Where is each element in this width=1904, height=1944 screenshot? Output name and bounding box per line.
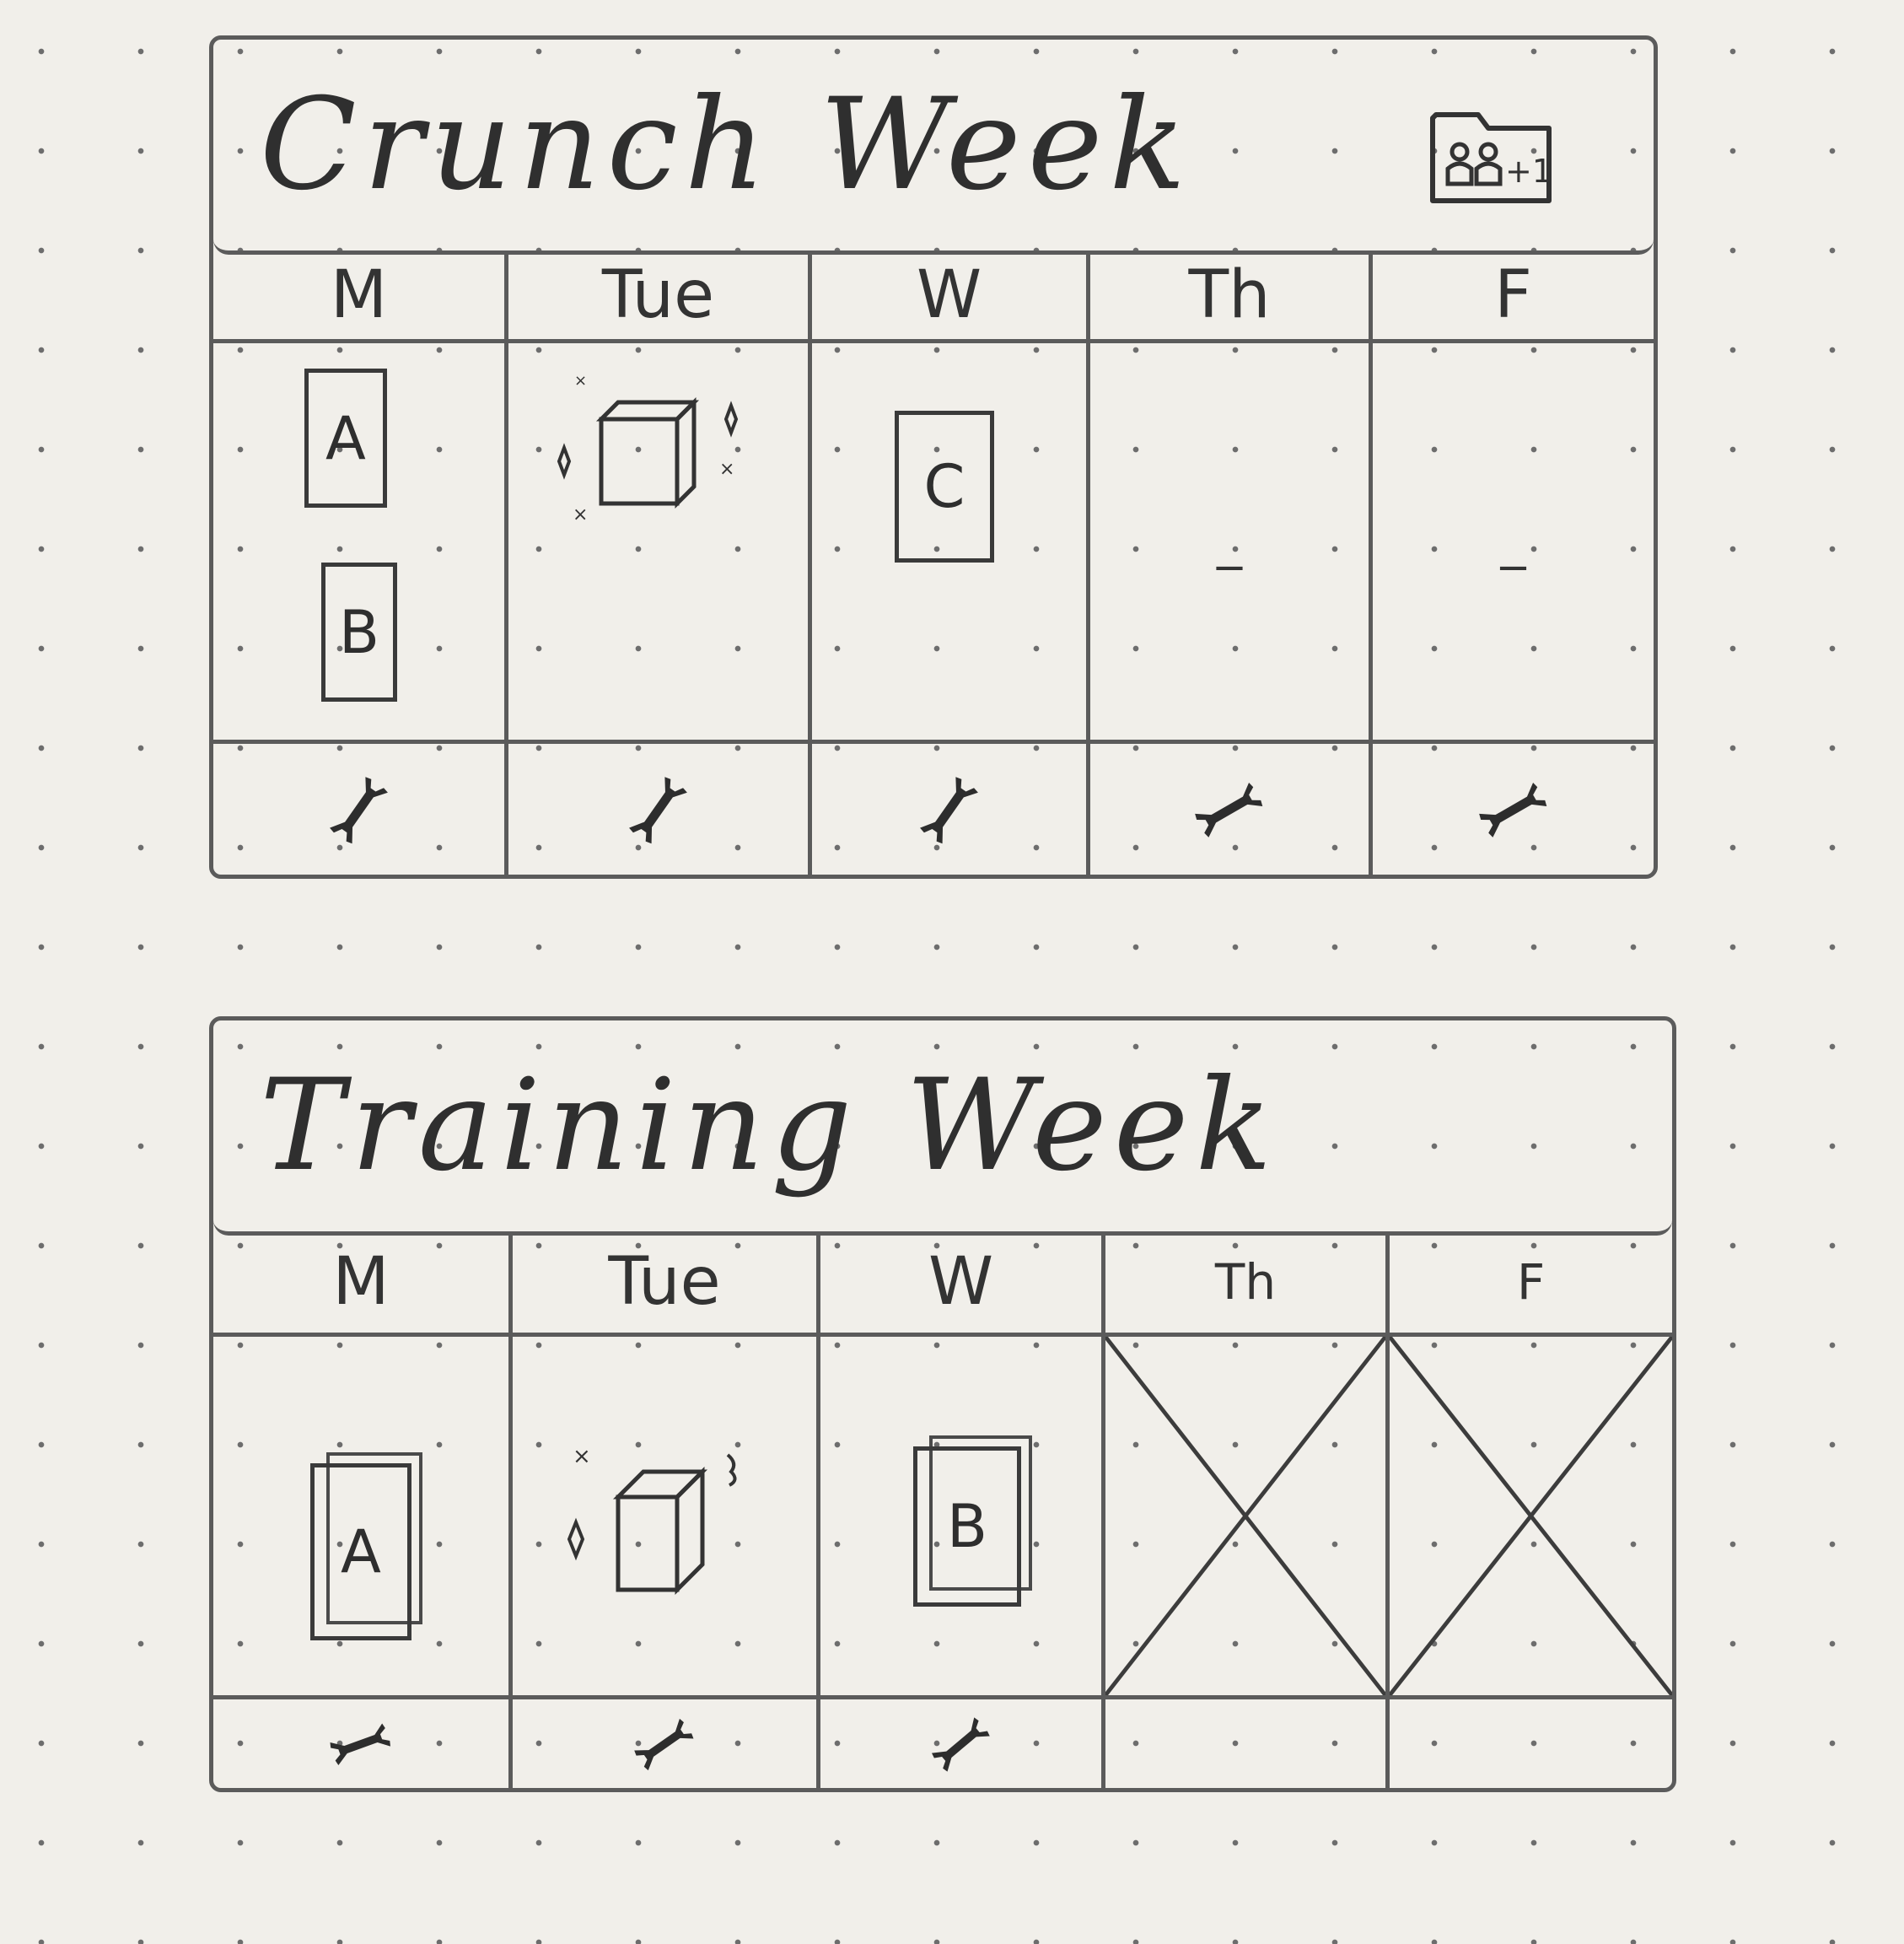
day-header: M	[213, 1231, 508, 1337]
wrench-icon[interactable]	[621, 772, 697, 848]
day-footer	[812, 740, 1086, 875]
task-card-a-stack[interactable]: A	[310, 1452, 422, 1640]
day-column-monday: M A B	[213, 250, 508, 875]
svg-text:×: ×	[573, 504, 588, 525]
day-body[interactable]: A	[213, 1337, 508, 1695]
sparkling-cube-icon[interactable]: ×	[551, 1430, 753, 1615]
wrench-icon[interactable]	[1476, 772, 1552, 848]
day-header: W	[812, 250, 1086, 343]
day-header: Th	[1090, 250, 1369, 343]
board-title-bar: Crunch Week +1	[213, 40, 1654, 255]
day-column-wednesday: W B	[820, 1231, 1105, 1788]
day-columns: M A B Tue	[213, 250, 1654, 875]
day-column-wednesday: W C	[812, 250, 1090, 875]
day-header: F	[1390, 1231, 1672, 1337]
day-header: Tue	[508, 250, 808, 343]
day-footer	[1373, 740, 1654, 875]
day-footer	[1390, 1695, 1672, 1788]
day-column-monday: M A	[213, 1231, 513, 1788]
day-header: Tue	[513, 1231, 816, 1337]
day-footer	[213, 740, 504, 875]
blocked-day-cross	[1105, 1337, 1385, 1695]
day-body[interactable]: _	[1373, 343, 1654, 740]
day-body[interactable]: B	[820, 1337, 1101, 1695]
task-card-b-stack[interactable]: B	[913, 1435, 1032, 1607]
folder-add-people-icon[interactable]: +1	[1428, 103, 1554, 208]
svg-text:+1: +1	[1505, 153, 1552, 190]
wrench-icon[interactable]	[321, 772, 397, 848]
board-title: Crunch Week	[260, 72, 1193, 218]
crunch-week-board: Crunch Week +1 M A B	[209, 35, 1658, 879]
day-column-tuesday: Tue × × ×	[508, 250, 812, 875]
svg-text:×: ×	[574, 372, 587, 390]
day-columns: M A Tue	[213, 1231, 1672, 1788]
svg-text:×: ×	[719, 459, 734, 480]
empty-placeholder: _	[1217, 512, 1242, 571]
wrench-icon[interactable]	[327, 1710, 395, 1778]
day-body[interactable]: A B	[213, 343, 504, 740]
day-footer	[213, 1695, 508, 1788]
day-column-tuesday: Tue ×	[513, 1231, 820, 1788]
day-footer	[1105, 1695, 1385, 1788]
day-header: W	[820, 1231, 1101, 1337]
day-footer	[513, 1695, 816, 1788]
wrench-icon[interactable]	[1191, 772, 1267, 848]
task-card-b[interactable]: B	[321, 563, 397, 702]
day-column-thursday: Th _	[1090, 250, 1373, 875]
day-footer	[1090, 740, 1369, 875]
day-header: F	[1373, 250, 1654, 343]
day-column-friday: F _	[1373, 250, 1654, 875]
day-footer	[820, 1695, 1101, 1788]
wrench-icon[interactable]	[928, 1710, 995, 1778]
board-title-bar: Training Week	[213, 1020, 1672, 1236]
day-header: Th	[1105, 1231, 1385, 1337]
training-week-board: Training Week M A Tue	[209, 1016, 1676, 1792]
task-card-c[interactable]: C	[895, 411, 994, 563]
day-column-friday: F	[1390, 1231, 1672, 1788]
day-column-thursday: Th	[1105, 1231, 1390, 1788]
blocked-day-cross	[1390, 1337, 1672, 1695]
day-body[interactable]: × × ×	[508, 343, 808, 740]
day-body[interactable]: ×	[513, 1337, 816, 1695]
empty-placeholder: _	[1500, 512, 1526, 571]
day-body[interactable]: C	[812, 343, 1086, 740]
wrench-icon[interactable]	[631, 1710, 698, 1778]
day-footer	[508, 740, 808, 875]
board-title: Training Week	[260, 1053, 1279, 1199]
svg-text:×: ×	[573, 1444, 591, 1469]
task-card-a[interactable]: A	[304, 369, 387, 508]
wrench-icon[interactable]	[912, 772, 987, 848]
day-body[interactable]: _	[1090, 343, 1369, 740]
sparkling-cube-icon[interactable]: × × ×	[542, 369, 745, 537]
day-header: M	[213, 250, 504, 343]
